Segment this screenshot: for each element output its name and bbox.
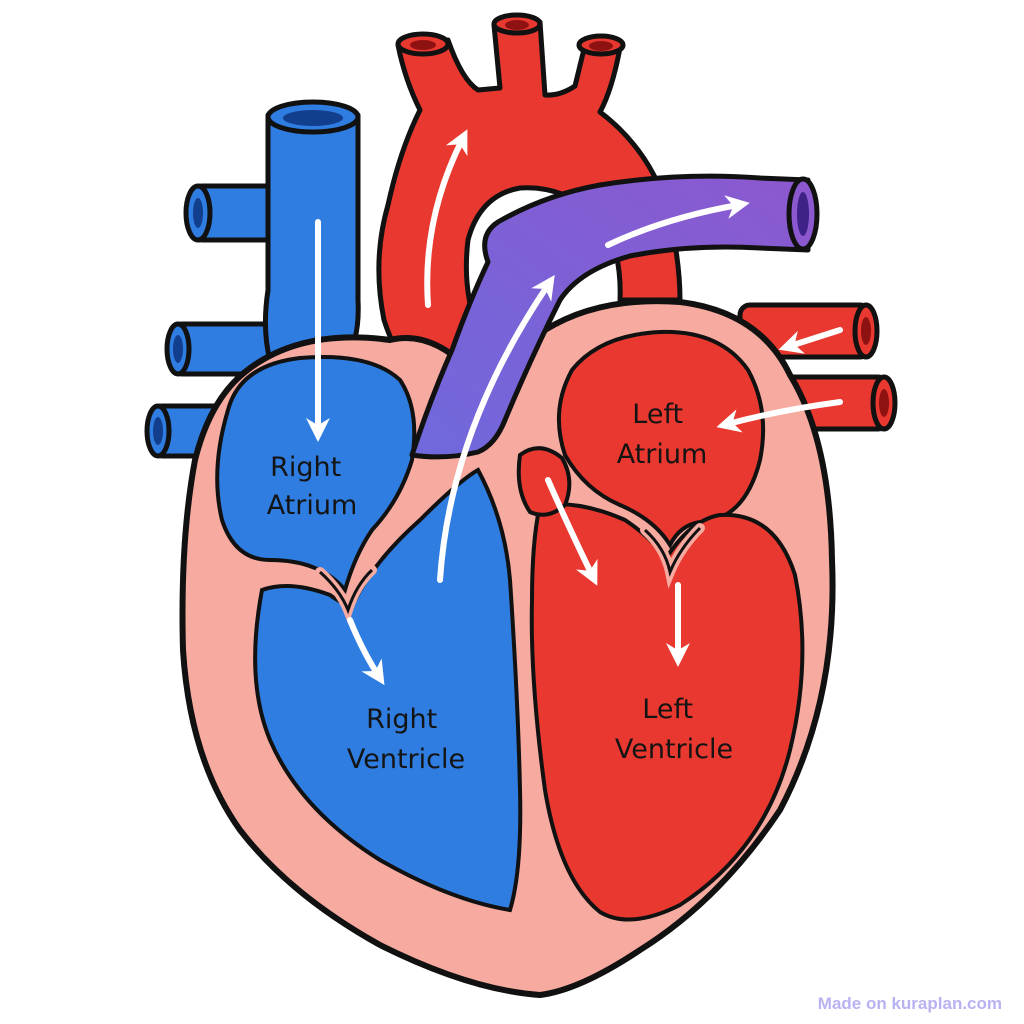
flow-arrow-pulmonary-vein-upper bbox=[778, 327, 843, 354]
blood-flow-arrows bbox=[306, 129, 843, 686]
right-ventricle-label: Right Ventricle bbox=[347, 704, 465, 775]
mitral-valve bbox=[640, 523, 705, 589]
flow-arrow-aorta bbox=[424, 129, 468, 308]
left-atrium-label: Left Atrium bbox=[617, 399, 708, 470]
tricuspid-valve bbox=[315, 565, 377, 625]
flow-arrow-pulmonary-trunk bbox=[437, 275, 555, 583]
superior-vena-cava bbox=[262, 99, 361, 363]
right-atrium-label: Right Atrium bbox=[267, 452, 358, 521]
flow-arrow-aortic-valve bbox=[545, 477, 598, 586]
flow-arrow-tricuspid bbox=[347, 617, 385, 686]
watermark: Made on kuraplan.com bbox=[817, 994, 1002, 1013]
left-ventricle-label: Left Ventricle bbox=[615, 694, 733, 765]
pulmonary-artery bbox=[409, 173, 811, 460]
right-atrium-chamber bbox=[215, 354, 417, 595]
flow-arrow-pulmonary-vein-lower bbox=[716, 399, 843, 433]
aorta bbox=[376, 12, 683, 403]
flow-arrow-pulmonary-artery bbox=[605, 195, 750, 248]
